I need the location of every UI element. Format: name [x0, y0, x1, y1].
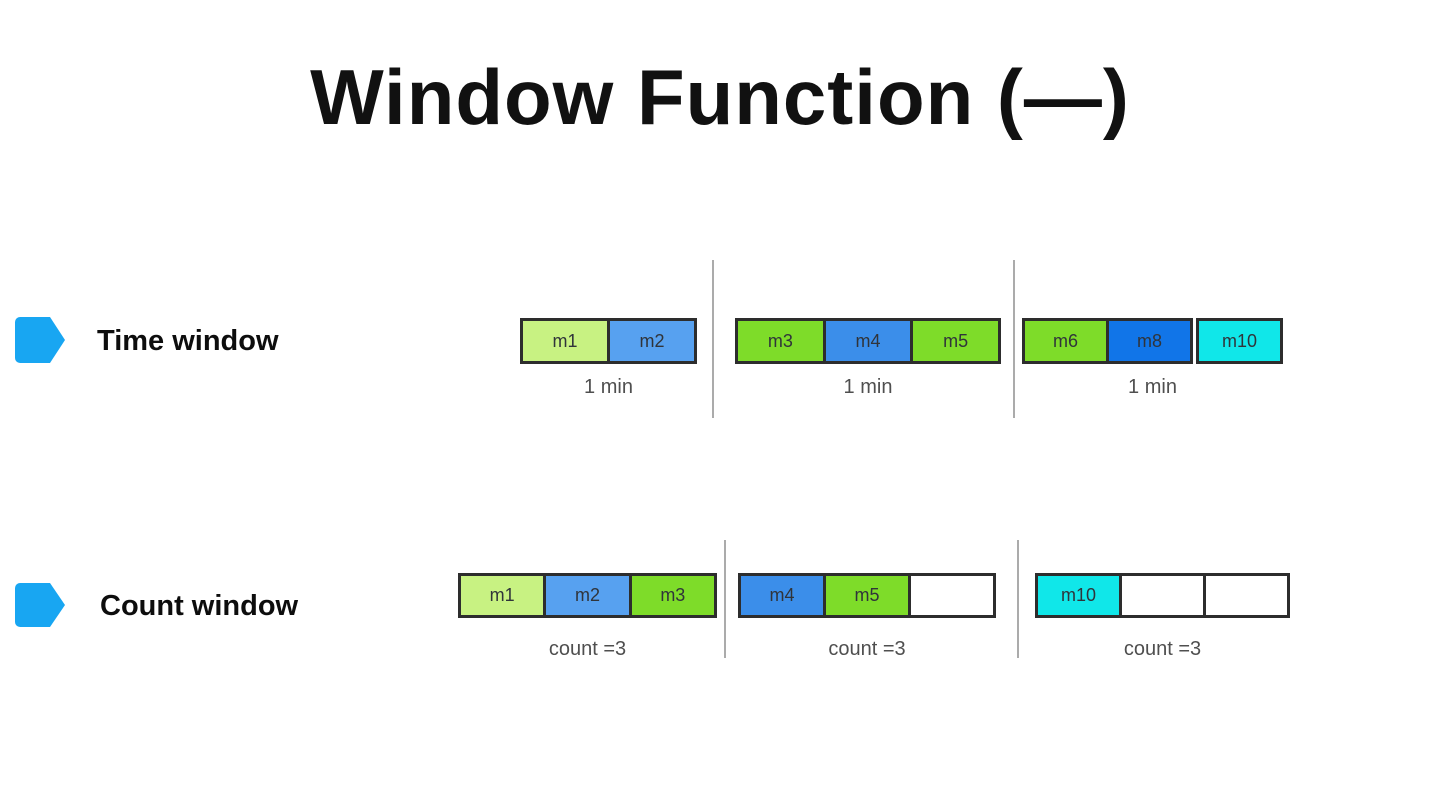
- time-window-caption-1: 1 min: [584, 376, 633, 398]
- time-window-cell-m10: m10: [1199, 321, 1280, 361]
- time-window-cell-m4: m4: [822, 321, 911, 361]
- count-window-group-1: m1 m2 m3: [458, 573, 717, 618]
- count-window-caption-2: count =3: [828, 638, 906, 660]
- count-window-cell-empty: [1119, 576, 1203, 615]
- time-window-cell-m1: m1: [523, 321, 607, 361]
- time-window-group-2: m3 m4 m5: [735, 318, 1001, 364]
- time-window-cell-m8: m8: [1106, 321, 1190, 361]
- count-window-cell-m5: m5: [823, 576, 908, 615]
- count-window-cell-empty: [1203, 576, 1287, 615]
- count-window-group-2: m4 m5: [738, 573, 996, 618]
- count-window-caption-3: count =3: [1123, 638, 1202, 660]
- count-window-cell-m3: m3: [628, 576, 714, 615]
- time-window-cell-m3: m3: [738, 321, 823, 361]
- separator-line: [712, 260, 714, 418]
- time-window-cell-m6: m6: [1025, 321, 1106, 361]
- time-window-group-1: m1 m2: [520, 318, 697, 364]
- count-window-cell-empty: [908, 576, 993, 615]
- count-window-cell-m2: m2: [543, 576, 629, 615]
- count-window-cell-m10: m10: [1038, 576, 1119, 615]
- count-window-caption-1: count =3: [548, 638, 627, 660]
- arrow-bullet-icon: [15, 583, 65, 627]
- time-window-group-3b: m10: [1196, 318, 1283, 364]
- page-title: Window Function (—): [310, 53, 1130, 141]
- count-window-cell-m4: m4: [741, 576, 823, 615]
- separator-line: [724, 540, 726, 658]
- separator-line: [1017, 540, 1019, 658]
- time-window-caption-2: 1 min: [843, 376, 893, 398]
- time-window-group-3: m6 m8: [1022, 318, 1193, 364]
- count-window-group-3: m10: [1035, 573, 1290, 618]
- time-window-cell-m5: m5: [910, 321, 999, 361]
- count-window-cell-m1: m1: [461, 576, 544, 615]
- arrow-bullet-icon: [15, 317, 65, 363]
- time-window-label: Time window: [97, 325, 279, 357]
- time-window-caption-3: 1 min: [1128, 376, 1177, 398]
- count-window-label: Count window: [100, 590, 299, 622]
- separator-line: [1013, 260, 1015, 418]
- time-window-cell-m2: m2: [607, 321, 694, 361]
